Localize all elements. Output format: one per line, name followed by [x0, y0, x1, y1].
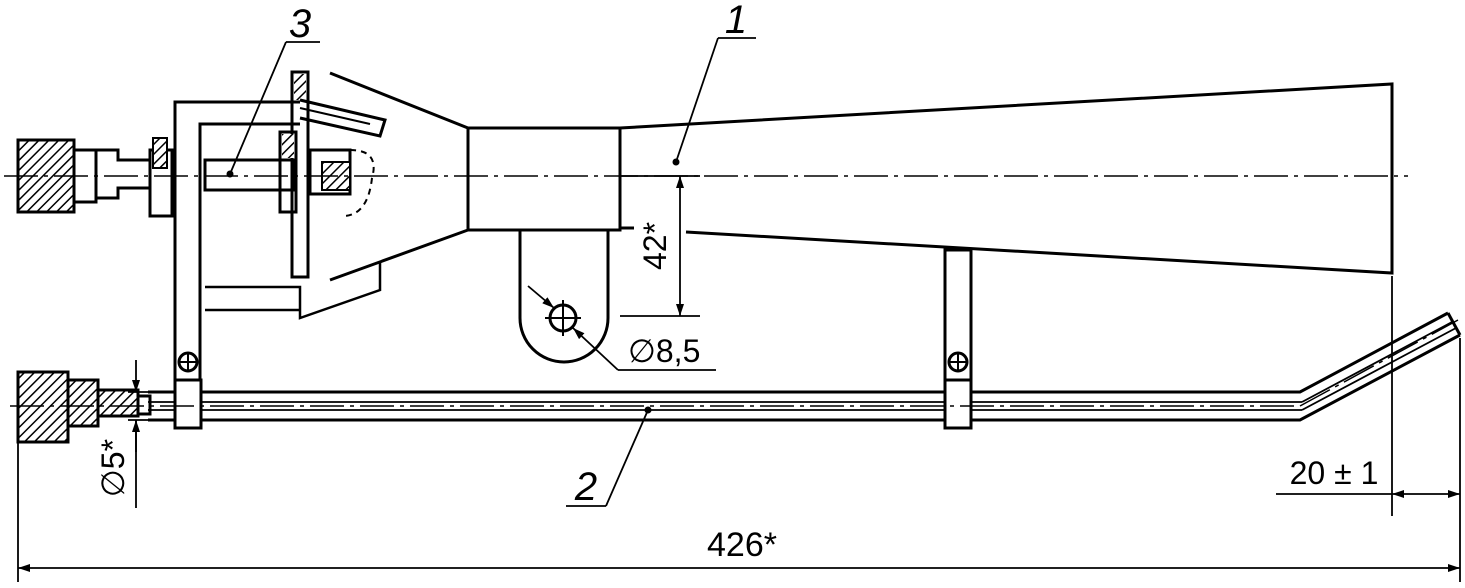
callout-3-label: 3: [289, 2, 311, 46]
dimension-hole-diameter: ∅8,5: [527, 285, 716, 371]
feed-assembly: [16, 70, 387, 428]
horn-height-label: 42*: [637, 222, 673, 270]
callout-2-label: 2: [574, 465, 597, 509]
dimension-tip-offset: 20 ± 1: [1276, 455, 1460, 498]
tip-offset-label: 20 ± 1: [1290, 455, 1379, 491]
hole-diameter-label: ∅8,5: [628, 333, 700, 369]
callout-1: 1: [672, 0, 756, 166]
horn-antenna: [329, 71, 1394, 282]
extension-lines: [17, 175, 1461, 582]
callout-1-label: 1: [725, 0, 747, 42]
callout-3: 3: [226, 2, 320, 178]
callout-2: 2: [566, 406, 652, 509]
center-lines: [4, 175, 1459, 407]
mounting-tab: [518, 230, 610, 364]
dimension-tube-diameter: ∅5*: [95, 360, 140, 508]
probe-tube: [16, 311, 1462, 444]
overall-length-label: 426*: [707, 526, 777, 564]
dimension-overall-length: 426*: [18, 526, 1460, 572]
dimension-horn-height: 42*: [637, 176, 684, 316]
tube-diameter-label: ∅5*: [95, 439, 131, 497]
